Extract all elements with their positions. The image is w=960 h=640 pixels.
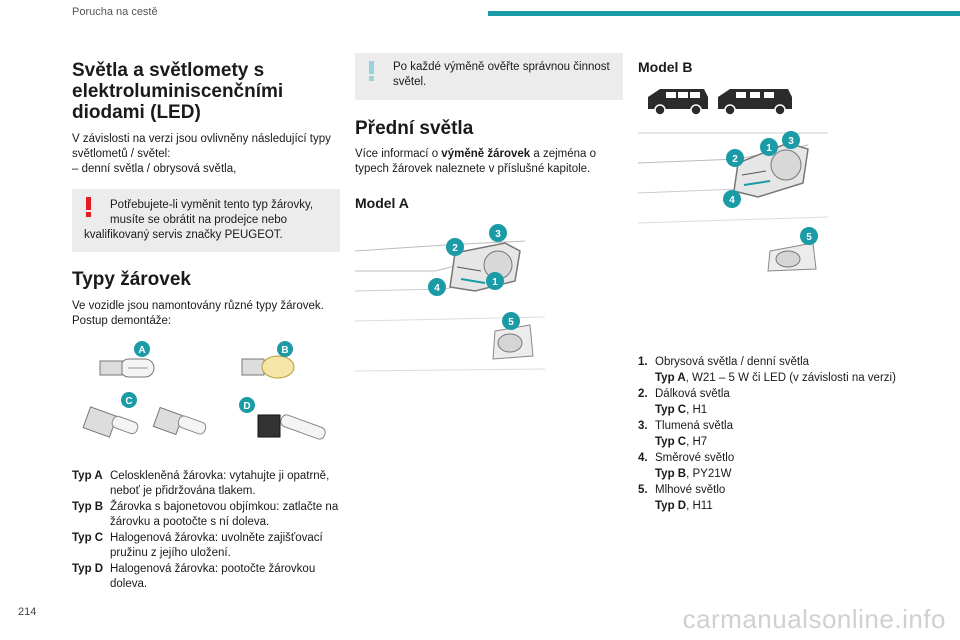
bulb-types-illustration: A B C D — [82, 341, 326, 440]
intro-text: V závislosti na verzi jsou ovlivněny nás… — [72, 133, 331, 160]
model-a-badge-4: 4 — [434, 283, 440, 294]
bulb-b-icon — [241, 355, 295, 379]
bulb-a-icon — [99, 358, 155, 378]
page-number: 214 — [18, 606, 37, 618]
warning-box: Potřebujete-li vyměnit tento typ žárovky… — [72, 189, 340, 252]
bullet-item: – denní světla / obrysová světla, — [72, 163, 237, 175]
section-title: Světla a světlomety s elektroluminiscenč… — [72, 60, 284, 123]
bulb-d-icon — [257, 414, 326, 440]
info-box: Po každé výměně ověřte správnou činnost … — [355, 53, 623, 100]
van-short-icon — [648, 89, 708, 116]
badge-a-label: A — [138, 345, 145, 356]
badge-c-label: C — [125, 396, 132, 407]
types-intro: Ve vozidle jsou namontovány různé typy ž… — [72, 300, 324, 327]
types-heading: Typy žárovek — [72, 269, 191, 290]
model-b-illustration: 3 1 2 4 5 — [638, 123, 828, 283]
watermark: carmanualsonline.info — [682, 604, 946, 634]
model-b-badge-3: 3 — [788, 136, 794, 147]
badge-c — [121, 392, 137, 408]
list-item: Typ A Celoskleněná žárovka: vytahujte ji… — [72, 470, 330, 497]
warning-text-1: Potřebujete-li vyměnit tento typ žárovky… — [110, 199, 314, 226]
model-a-illustration: 3 2 1 4 5 — [355, 221, 545, 381]
model-a-badge-3: 3 — [495, 229, 501, 240]
front-lights-intro: Více informací o výměně žárovek a zejmén… — [355, 148, 597, 175]
bulb-c-icon — [82, 406, 207, 438]
column-3: Model B 3 1 2 4 — [638, 59, 906, 515]
van-long-icon — [718, 89, 792, 116]
model-b-badge-2: 2 — [732, 154, 738, 165]
badge-b-label: B — [281, 345, 288, 356]
bulb-types-list: Typ A Celoskleněná žárovka: vytahujte ji… — [72, 469, 340, 592]
badge-a — [134, 341, 150, 357]
list-item: Typ B Žárovka s bajonetovou objímkou: za… — [72, 501, 339, 528]
model-b-badge-1: 1 — [766, 143, 772, 154]
list-item: Typ C Halogenová žárovka: uvolněte zajiš… — [72, 532, 323, 559]
info-text: Po každé výměně ověřte správnou činnost … — [393, 61, 610, 88]
warning-text-2: kvalifikovaný servis značky PEUGEOT. — [84, 229, 283, 241]
running-header: Porucha na cestě — [72, 6, 158, 18]
badge-d-label: D — [243, 401, 250, 412]
header-accent-bar — [488, 11, 960, 16]
badge-b — [277, 341, 293, 357]
model-a-badge-1: 1 — [492, 277, 498, 288]
vehicle-silhouettes — [648, 89, 792, 116]
model-b-heading: Model B — [638, 59, 693, 75]
front-lights-heading: Přední světla — [355, 118, 474, 139]
column-1: Světla a světlomety s elektroluminiscenč… — [72, 48, 340, 593]
model-a-badge-2: 2 — [452, 243, 458, 254]
column-2: Po každé výměně ověřte správnou činnost … — [355, 53, 623, 381]
model-a-heading: Model A — [355, 195, 409, 211]
info-icon — [369, 61, 374, 81]
model-a-badge-5: 5 — [508, 317, 514, 328]
badge-d — [239, 397, 255, 413]
model-b-badge-5: 5 — [806, 232, 812, 243]
list-item: Typ D Halogenová žárovka: pootočte žárov… — [72, 563, 316, 590]
warning-icon — [86, 197, 91, 217]
model-b-badge-4: 4 — [729, 195, 735, 206]
